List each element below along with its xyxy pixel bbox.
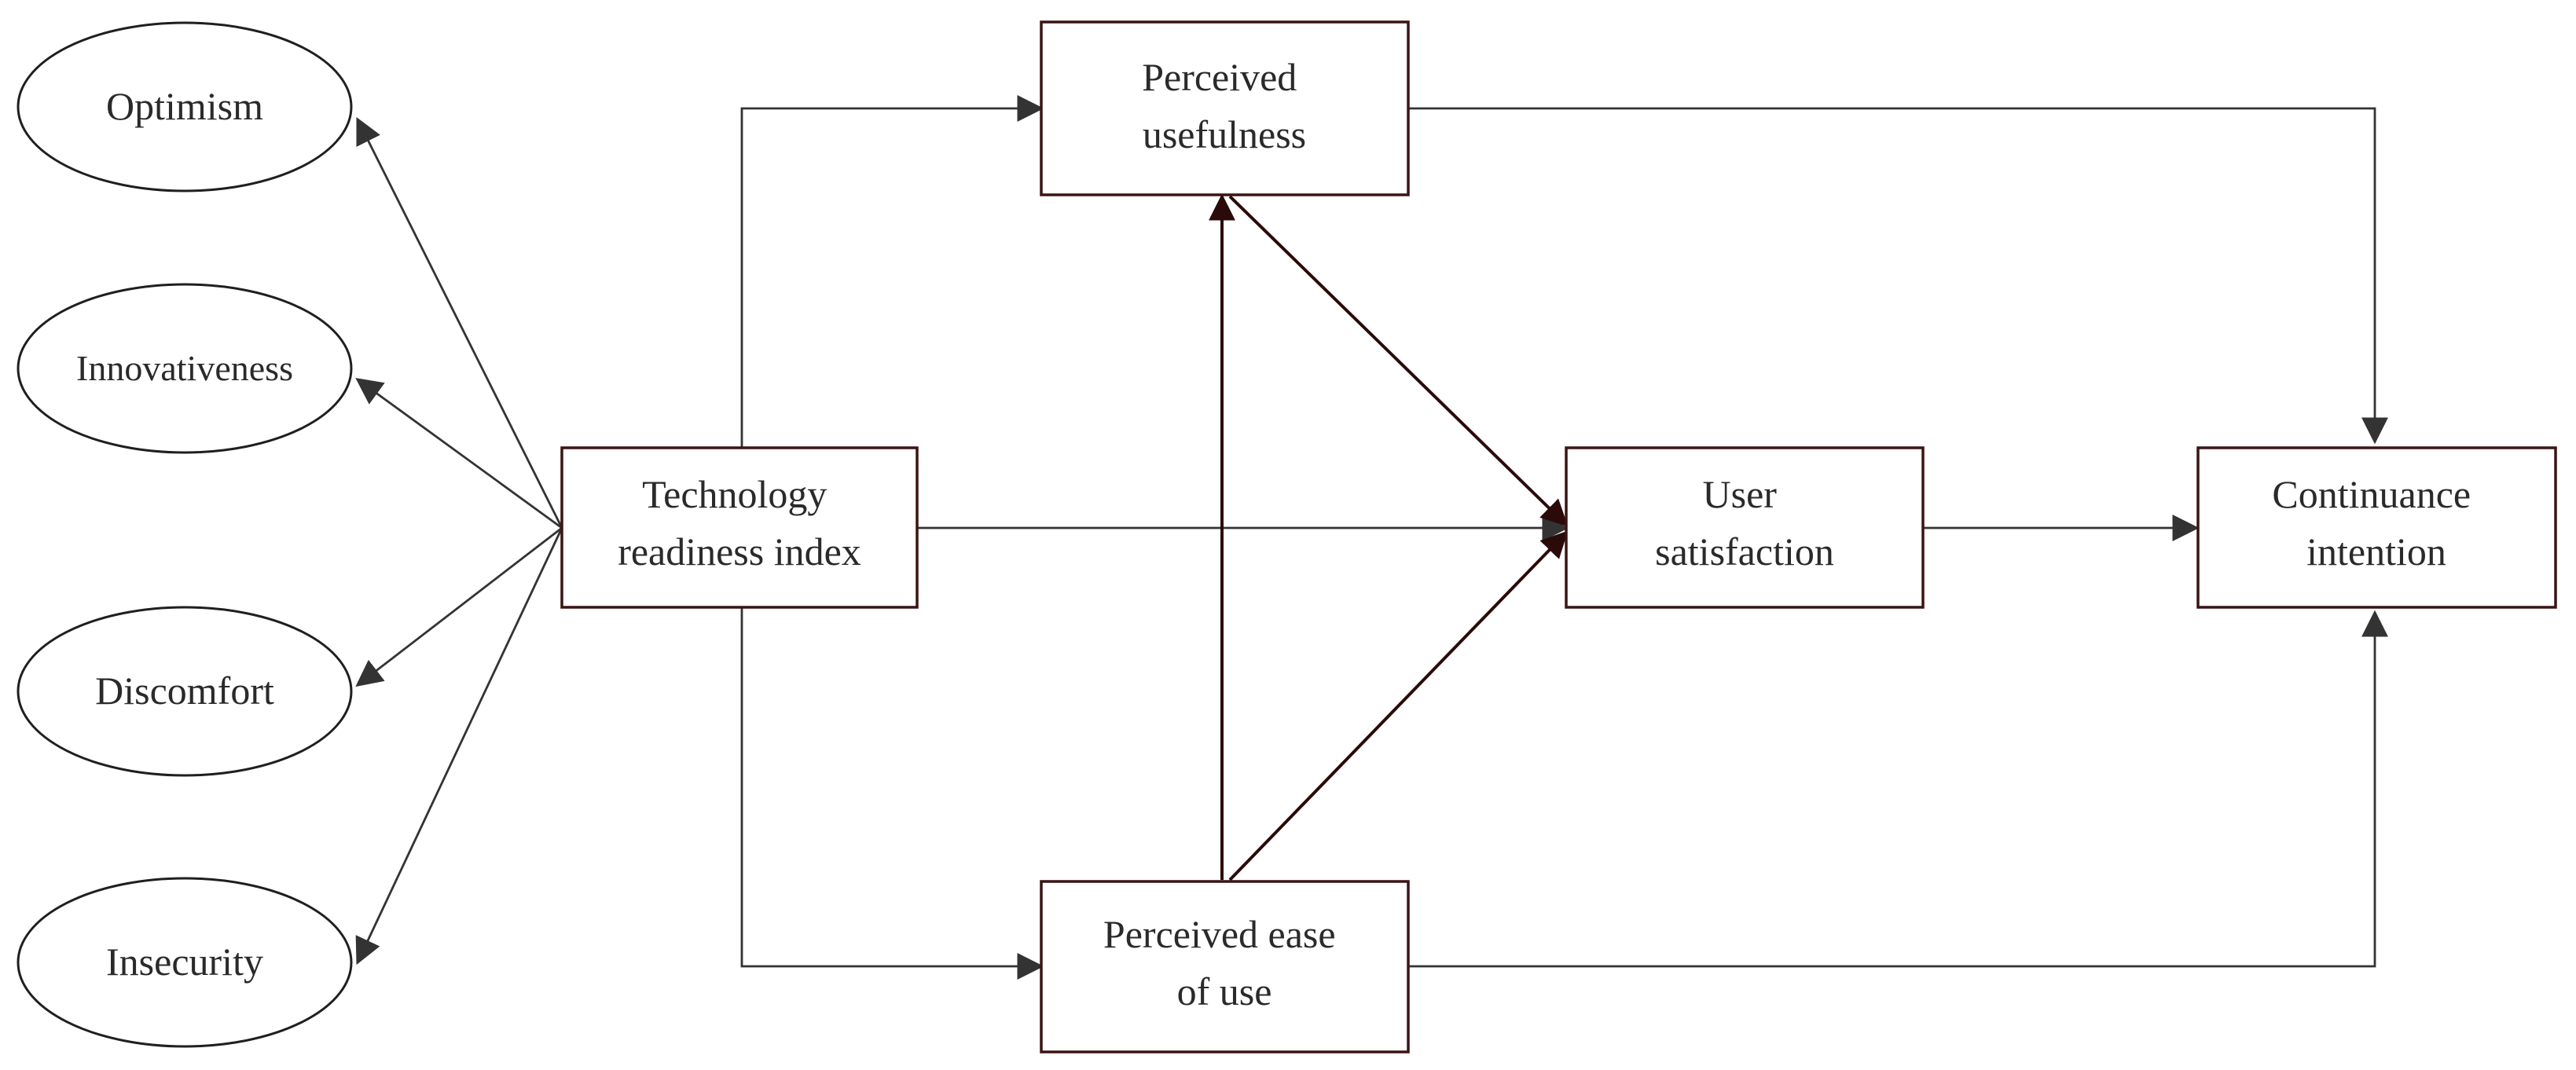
perceived-usefulness-node: Perceived usefulness xyxy=(1040,20,1410,196)
innovativeness-label: Innovativeness xyxy=(76,348,293,388)
edge-usefulness-continuance xyxy=(1408,107,2388,445)
innovativeness-node: Innovativeness xyxy=(17,283,353,454)
insecurity-label: Insecurity xyxy=(106,940,263,984)
user-satisfaction-label: User satisfaction xyxy=(1655,472,1834,573)
perceived-ease-of-use-label: Perceived ease of use xyxy=(1103,912,1345,1013)
perceived-ease-of-use-node: Perceived ease of use xyxy=(1040,880,1410,1054)
edge-tri-usefulness xyxy=(740,95,1044,448)
technology-readiness-index-node: Technology readiness index xyxy=(560,446,919,609)
discomfort-node: Discomfort xyxy=(17,606,353,777)
continuance-intention-node: Continuance intention xyxy=(2196,446,2557,609)
continuance-intention-label: Continuance intention xyxy=(2272,472,2480,573)
perceived-usefulness-label: Perceived usefulness xyxy=(1142,55,1307,156)
user-satisfaction-node: User satisfaction xyxy=(1565,446,1925,609)
edge-tri-discomfort xyxy=(355,526,563,687)
edge-tri-insecurity xyxy=(355,527,563,966)
discomfort-label: Discomfort xyxy=(95,669,274,713)
optimism-label: Optimism xyxy=(106,84,263,128)
technology-readiness-index-label: Technology readiness index xyxy=(618,472,861,573)
edge-ease-continuance xyxy=(1408,610,2388,968)
edge-tri-optimism xyxy=(356,116,563,529)
edge-tri-innovativeness xyxy=(355,378,563,530)
edge-ease-satisfaction xyxy=(1228,530,1569,881)
edge-usefulness-satisfaction xyxy=(1228,195,1569,527)
optimism-node: Optimism xyxy=(17,21,353,192)
edge-tri-ease xyxy=(740,607,1044,980)
insecurity-node: Insecurity xyxy=(17,877,353,1048)
